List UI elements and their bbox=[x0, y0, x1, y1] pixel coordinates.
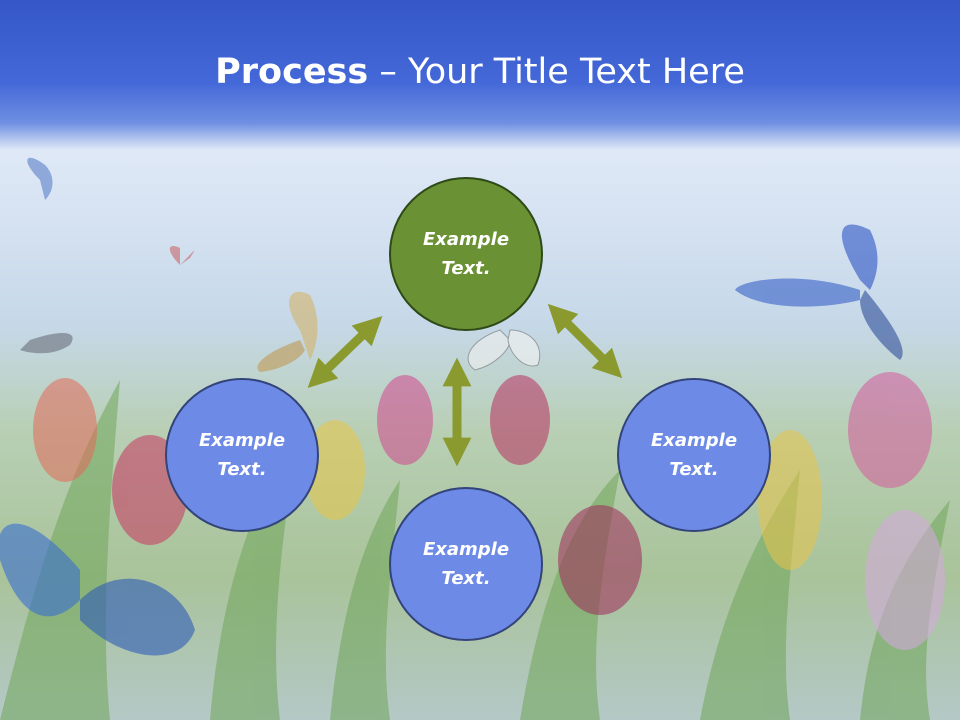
node-top-text: Example Text. bbox=[422, 229, 510, 279]
tulip-icon bbox=[758, 430, 822, 570]
node-left: Example Text. bbox=[165, 378, 319, 532]
tulip-icon bbox=[377, 375, 433, 465]
node-right-text: Example Text. bbox=[650, 430, 738, 480]
butterfly-icon bbox=[20, 333, 73, 354]
butterfly-icon bbox=[735, 224, 903, 360]
node-left-text: Example Text. bbox=[198, 430, 286, 480]
tulip-icon bbox=[865, 510, 945, 650]
node-bottom-text: Example Text. bbox=[422, 539, 510, 589]
tulip-icon bbox=[848, 372, 932, 488]
title-band bbox=[0, 0, 960, 150]
node-right: Example Text. bbox=[617, 378, 771, 532]
tulip-icon bbox=[33, 378, 97, 482]
double-arrow-right bbox=[547, 303, 623, 379]
node-bottom: Example Text. bbox=[389, 487, 543, 641]
title-rest: – Your Title Text Here bbox=[368, 52, 745, 92]
tulip-icon bbox=[305, 420, 365, 520]
title-bold: Process bbox=[215, 52, 369, 92]
butterfly-icon bbox=[27, 157, 53, 200]
butterfly-icon bbox=[467, 329, 541, 371]
double-arrow-left bbox=[307, 316, 383, 388]
page-title: Process – Your Title Text Here bbox=[0, 52, 960, 92]
node-top: Example Text. bbox=[389, 177, 543, 331]
tulip-icon bbox=[490, 375, 550, 465]
butterfly-icon bbox=[0, 523, 195, 656]
butterfly-icon bbox=[169, 245, 195, 265]
tulip-icon bbox=[558, 505, 642, 615]
